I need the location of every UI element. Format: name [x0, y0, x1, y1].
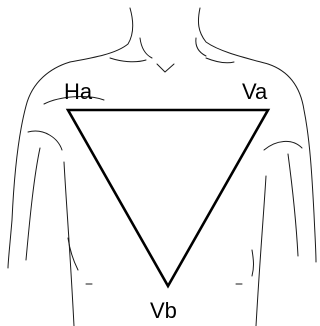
- right-torso-side-line: [256, 176, 266, 326]
- left-arm-inner-line: [26, 148, 40, 260]
- sternal-notch-line: [157, 64, 174, 72]
- left-shoulder-line: [8, 62, 70, 268]
- right-shoulder-line: [268, 64, 316, 262]
- right-rib-line: [252, 250, 254, 276]
- left-clavicle-inner-line: [140, 38, 152, 58]
- neck-left-line: [70, 8, 133, 62]
- lead-label-right: Va: [242, 79, 268, 104]
- einthoven-triangle: [68, 110, 268, 286]
- right-clavicle-line: [206, 58, 234, 63]
- left-deltoid-line: [28, 131, 62, 150]
- torso-outline: [8, 8, 316, 326]
- right-arm-inner-line: [288, 154, 298, 256]
- right-deltoid-line: [264, 141, 302, 150]
- lead-label-left: Ha: [64, 79, 93, 104]
- lead-label-bottom: Vb: [150, 298, 177, 323]
- neck-right-line: [198, 8, 268, 64]
- left-clavicle-line: [110, 58, 146, 62]
